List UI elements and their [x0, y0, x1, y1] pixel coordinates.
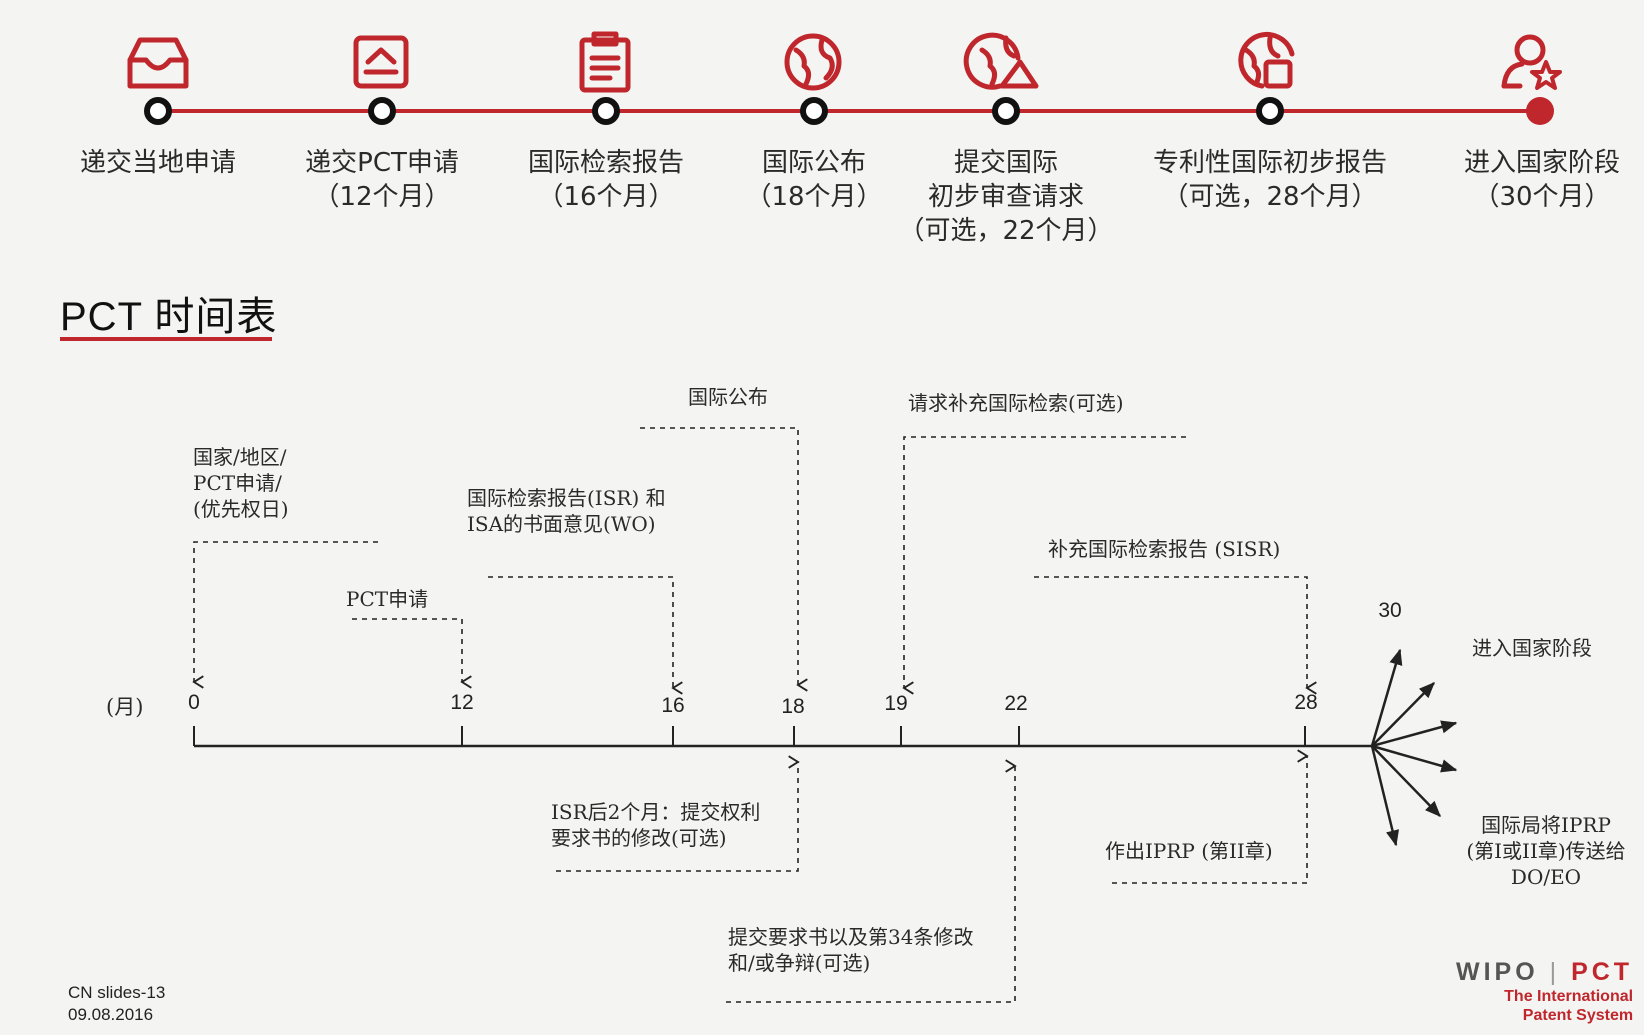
note-national-phase: 进入国家阶段 [1472, 636, 1592, 660]
globe-icon [784, 33, 842, 91]
step-label-isr: 国际检索报告 （16个月） [527, 148, 684, 212]
step-markers [144, 97, 1284, 125]
callout-sis-request [902, 436, 1186, 695]
tick-label-12: 12 [450, 691, 474, 714]
step-marker-22 [992, 97, 1020, 125]
slide-footer: CN slides-13 09.08.2016 [68, 983, 166, 1024]
wipo-pct-logo: WIPO | PCT The International Patent Syst… [1456, 958, 1634, 1024]
callout-isr [488, 576, 683, 695]
note-iprp: 作出IPRP (第II章) [1105, 839, 1273, 863]
step-marker-30 [1526, 97, 1554, 125]
callout-priority-date [192, 541, 378, 689]
note-claims-amend: ISR后2个月：提交权利 要求书的修改(可选) [551, 800, 761, 850]
note-pct-filing: PCT申请 [346, 587, 429, 611]
step-label-local-filing: 递交当地申请 [79, 148, 236, 178]
step-marker-12 [368, 97, 396, 125]
step-label-national-phase: 进入国家阶段 （30个月） [1463, 148, 1620, 212]
upload-document-icon [353, 35, 409, 89]
step-label-publication: 国际公布 （18个月） [745, 148, 883, 212]
tick-label-28: 28 [1294, 691, 1318, 714]
person-star-icon [1501, 34, 1562, 90]
tick-label-0: 0 [188, 691, 200, 714]
tick-label-22: 22 [1004, 692, 1028, 715]
title-underline [60, 337, 272, 341]
callout-iprp [1112, 749, 1309, 884]
globe-triangle-icon [963, 32, 1039, 90]
note-iprp-transmit: 国际局将IPRP (第I或II章)传送给 DO/EO [1466, 813, 1626, 889]
step-marker-0 [144, 97, 172, 125]
callout-sisr [1034, 576, 1317, 695]
note-isr-wo: 国际检索报告(ISR) 和 ISA的书面意见(WO) [467, 486, 666, 536]
axis-unit-label: (月) [106, 695, 144, 719]
callout-claims-amend [556, 755, 800, 872]
page-title: PCT 时间表 [60, 295, 278, 339]
note-sisr: 补充国际检索报告 (SISR) [1048, 537, 1281, 561]
step-marker-16 [592, 97, 620, 125]
inbox-icon [127, 37, 189, 89]
callout-publication [640, 427, 808, 692]
tick-label-18: 18 [781, 695, 805, 718]
tick-label-19: 19 [884, 692, 908, 715]
note-demand: 提交要求书以及第34条修改 和/或争辩(可选) [728, 925, 974, 975]
tick-label-30: 30 [1378, 599, 1402, 622]
note-publication: 国际公布 [688, 385, 768, 409]
step-marker-28 [1256, 97, 1284, 125]
globe-square-icon [1238, 31, 1295, 89]
step-label-iprp: 专利性国际初步报告 （可选，28个月） [1152, 148, 1387, 212]
national-phase-fan [1370, 648, 1458, 847]
note-sis-request: 请求补充国际检索(可选) [908, 391, 1124, 415]
top-progress-strip [127, 31, 1562, 125]
step-marker-18 [800, 97, 828, 125]
step-label-pct-filing: 递交PCT申请 （12个月） [305, 148, 459, 212]
note-priority-date: 国家/地区/ PCT申请/ (优先权日) [193, 445, 289, 521]
clipboard-report-icon [579, 31, 631, 93]
step-label-demand: 提交国际 初步审查请求 （可选，22个月） [898, 148, 1114, 246]
tick-label-16: 16 [661, 694, 685, 717]
callout-pct-filing [352, 618, 472, 689]
